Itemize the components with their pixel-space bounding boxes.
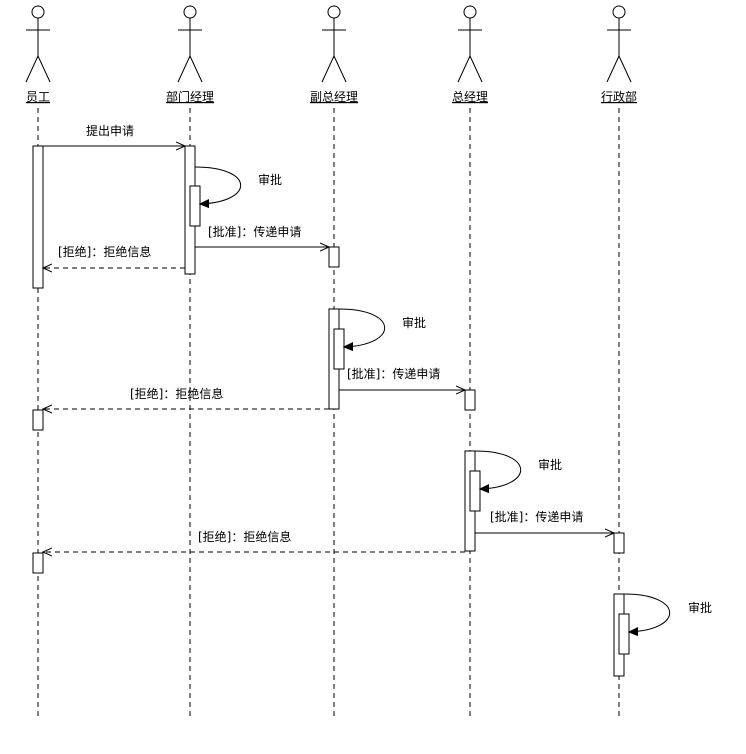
message-pass-label-3: [批准]：传递申请 bbox=[490, 509, 583, 524]
actor-label-dept-manager: 部门经理 bbox=[166, 89, 214, 104]
self-message-approve-3 bbox=[474, 450, 522, 489]
actor-dept-manager: 部门经理 bbox=[166, 5, 214, 104]
activation-gm-1 bbox=[464, 389, 476, 411]
self-approve-label-3: 审批 bbox=[538, 457, 562, 472]
self-message-approve-1 bbox=[194, 166, 242, 204]
message-submit-label: 提出申请 bbox=[86, 123, 134, 138]
self-approve-label-1: 审批 bbox=[258, 172, 282, 187]
activation-deputy-gm-nested bbox=[333, 328, 345, 370]
self-message-approve-4 bbox=[623, 593, 671, 632]
actor-deputy-gm: 副总经理 bbox=[310, 5, 358, 104]
actor-label-deputy-gm: 副总经理 bbox=[310, 90, 358, 104]
message-pass-label-1: [批准]：传递申请 bbox=[208, 224, 301, 239]
activation-employee-3 bbox=[32, 552, 44, 574]
message-reject-label-1: [拒绝]：拒绝信息 bbox=[58, 244, 151, 259]
activation-gm-nested bbox=[469, 470, 481, 512]
actor-label-gm: 总经理 bbox=[452, 90, 488, 104]
activation-employee-1 bbox=[32, 145, 44, 289]
activation-deputy-gm-1 bbox=[328, 246, 340, 268]
activation-admin-dept-1 bbox=[613, 532, 625, 554]
activation-admin-dept-nested bbox=[618, 613, 630, 655]
actor-admin-dept: 行政部 bbox=[601, 5, 637, 104]
activation-employee-2 bbox=[32, 409, 44, 431]
self-message-approve-2 bbox=[338, 308, 386, 347]
activation-dept-manager-nested bbox=[189, 185, 201, 227]
stick-figure-icon bbox=[457, 5, 483, 83]
message-pass-label-2: [批准]：传递申请 bbox=[347, 366, 440, 381]
actor-gm: 总经理 bbox=[452, 5, 488, 104]
actor-label-employee: 员工 bbox=[26, 90, 50, 104]
self-approve-label-2: 审批 bbox=[402, 315, 426, 330]
actor-label-admin-dept: 行政部 bbox=[601, 89, 637, 104]
self-approve-label-4: 审批 bbox=[688, 600, 712, 615]
actor-employee: 员工 bbox=[25, 5, 51, 104]
stick-figure-icon bbox=[25, 5, 51, 83]
stick-figure-icon bbox=[606, 5, 632, 83]
stick-figure-icon bbox=[177, 5, 203, 83]
message-reject-label-2: [拒绝]：拒绝信息 bbox=[130, 386, 223, 401]
message-reject-label-3: [拒绝]：拒绝信息 bbox=[198, 529, 291, 544]
stick-figure-icon bbox=[321, 5, 347, 83]
